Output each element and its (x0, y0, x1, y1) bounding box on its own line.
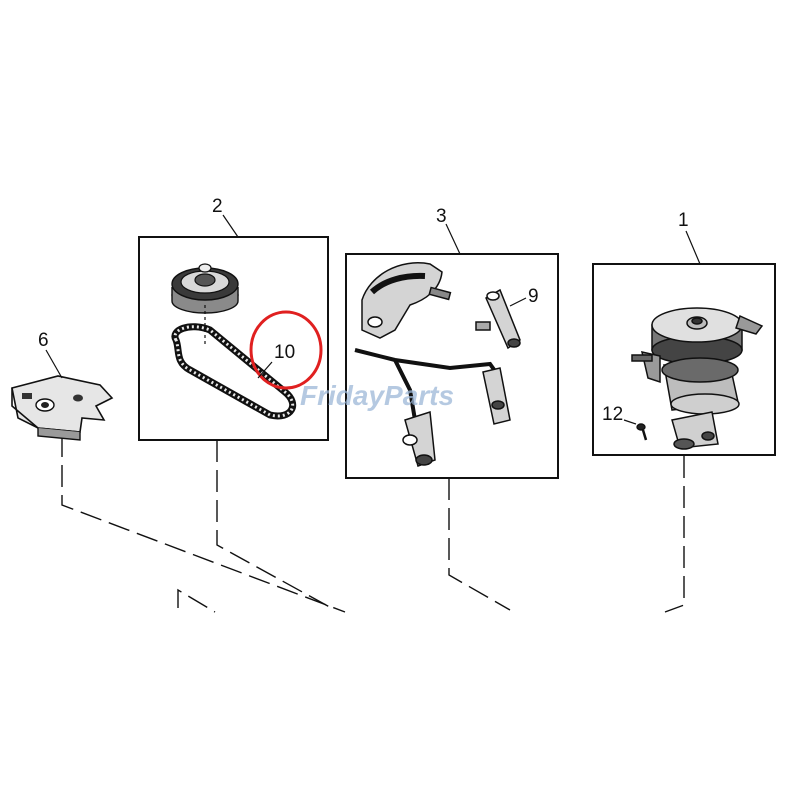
leader-line-2 (216, 440, 336, 611)
callout-10: 10 (274, 342, 295, 363)
leader-line-3 (448, 478, 511, 611)
kit-box-1 (592, 263, 776, 456)
leader-line-1 (664, 456, 685, 613)
part-6-bracket-plate (11, 375, 114, 441)
callout-1: 1 (678, 210, 689, 231)
part-3-tensioner-assembly (354, 262, 511, 467)
callout-leader-3 (445, 223, 461, 255)
part-10-drive-belt (171, 323, 297, 420)
callout-leader-1 (685, 230, 701, 265)
leader-line-6 (61, 435, 346, 613)
callout-leader-9 (509, 297, 527, 307)
part-2-idler-pulley (171, 263, 239, 345)
callout-leader-6 (45, 349, 63, 379)
callout-leader-10 (257, 361, 273, 379)
kit-box-2 (138, 236, 329, 441)
watermark-logo-text: FridayParts (300, 380, 454, 411)
callout-9: 9 (528, 286, 539, 307)
dashed-leader-lines (61, 435, 685, 613)
part-12-bolt (636, 423, 648, 441)
callout-leader-2 (222, 214, 239, 238)
kit-box-3 (345, 253, 559, 479)
callout-6: 6 (38, 330, 49, 351)
part-1-pto-clutch (631, 307, 764, 450)
leader-line-bracket (177, 588, 216, 613)
part-9-arm (475, 288, 521, 350)
callout-12: 12 (602, 404, 623, 425)
callout-leader-12 (623, 419, 637, 425)
callout-2: 2 (212, 196, 223, 217)
highlight-circle-10 (249, 310, 323, 390)
callout-3: 3 (436, 206, 447, 227)
